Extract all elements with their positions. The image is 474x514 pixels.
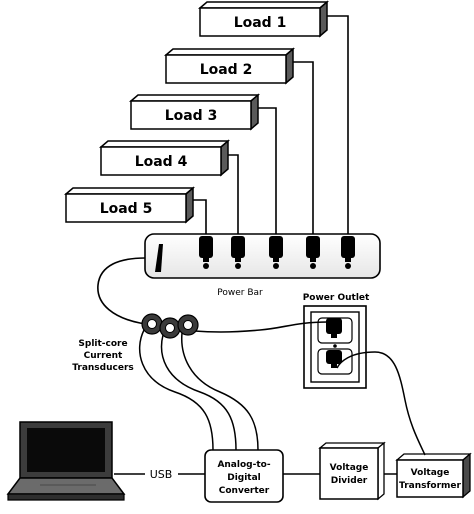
transducers-label-line2: Current [84,351,123,361]
outlet-to-transformer-cord [336,351,426,456]
usb-label: USB [150,468,173,481]
plug-icon [341,236,355,269]
power-switch-icon [155,244,163,272]
adc-label-line3: Converter [219,486,270,496]
power-outlet [303,305,367,389]
plug-icon [199,236,213,269]
adc-label-line1: Analog-to- [217,460,270,470]
transducer-wires [138,329,259,451]
plug-icon [306,236,320,269]
load-box-3: Load 3 [128,93,261,131]
adc-box: Analog-to- Digital Converter [204,449,284,503]
voltage-divider-box: Voltage Divider [318,441,386,501]
load-1-label: Load 1 [234,15,287,31]
voltage-transformer-label-line2: Transformer [399,481,461,491]
voltage-transformer-label-line1: Voltage [411,468,450,478]
load-box-5: Load 5 [63,186,196,224]
load-cords [193,15,349,236]
load-box-2: Load 2 [163,47,296,85]
voltage-divider-label-line1: Voltage [330,463,369,473]
load-box-1: Load 1 [197,0,330,38]
laptop-icon [6,421,126,501]
load-box-4: Load 4 [98,139,231,177]
power-bar: Power Bar [144,233,381,298]
adc-label-line2: Digital [227,473,261,483]
plug-icon [326,350,342,368]
plug-icon [231,236,245,269]
power-bar-label: Power Bar [217,288,263,298]
current-transducers [141,313,199,339]
power-outlet-label: Power Outlet [303,293,370,303]
load-2-label: Load 2 [200,62,253,78]
plug-icon [269,236,283,269]
voltage-divider-label-line2: Divider [331,476,368,486]
load-5-label: Load 5 [100,201,153,217]
transducers-label-line1: Split-core [78,339,127,349]
load-4-label: Load 4 [135,154,188,170]
voltage-transformer-box: Voltage Transformer [395,452,472,499]
transducers-label-line3: Transducers [72,363,134,373]
plug-icon [326,318,342,338]
load-3-label: Load 3 [165,108,218,124]
